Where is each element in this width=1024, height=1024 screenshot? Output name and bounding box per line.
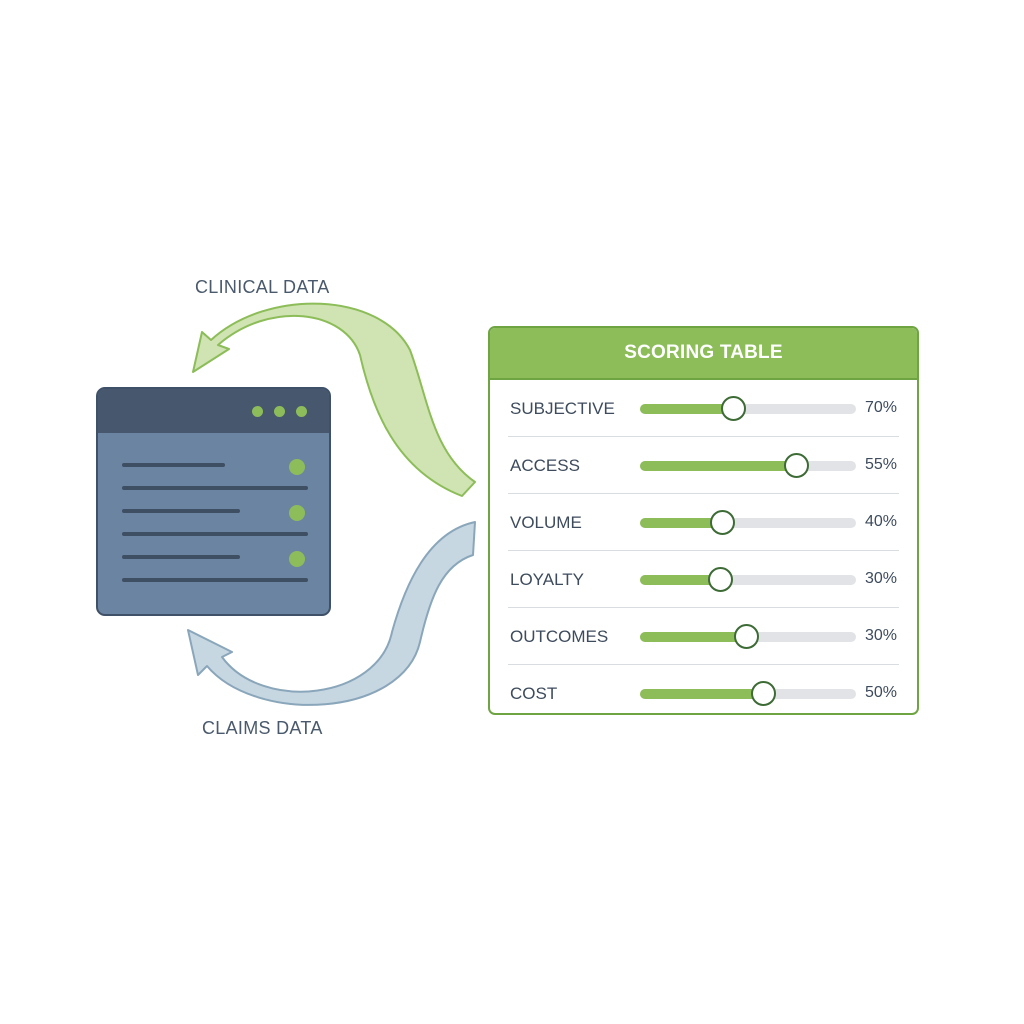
slider-handle[interactable] [710,510,736,535]
row-label: OUTCOMES [510,627,609,646]
row-label: VOLUME [510,513,582,532]
slider-handle[interactable] [783,453,809,478]
content-line [122,555,240,559]
status-dot-icon [289,551,305,567]
claims-data-label: CLAIMS DATA [202,718,323,738]
content-line [122,509,240,513]
row-value: 30% [864,627,897,644]
row-label: ACCESS [510,456,580,475]
score-row-access: ACCESS 55% [508,437,899,494]
slider-handle[interactable] [707,567,733,592]
slider-handle[interactable] [733,624,759,649]
application-window-icon [96,387,331,616]
content-line [122,578,308,582]
content-line [122,532,308,536]
score-slider[interactable] [640,624,856,649]
row-label: LOYALTY [510,570,585,589]
score-slider[interactable] [640,453,856,478]
row-value: 70% [864,399,897,416]
clinical-data-arrow [192,302,476,497]
window-controls [252,406,307,417]
scoring-table-title: SCORING TABLE [490,328,917,380]
score-row-volume: VOLUME 40% [508,494,899,551]
slider-fill [640,689,764,699]
slider-fill [640,404,733,414]
row-value: 55% [864,456,897,473]
window-dot-icon [296,406,307,417]
slider-fill [640,632,746,642]
row-value: 50% [864,684,897,701]
window-dot-icon [274,406,285,417]
score-row-outcomes: OUTCOMES 30% [508,608,899,665]
content-line [122,463,225,467]
score-row-cost: COST 50% [508,665,899,713]
row-value: 40% [864,513,897,530]
score-slider[interactable] [640,567,856,592]
row-value: 30% [864,570,897,587]
score-slider[interactable] [640,510,856,535]
slider-fill [640,518,723,528]
slider-fill [640,461,796,471]
scoring-table: SCORING TABLE SUBJECTIVE 70% ACCESS 55% … [488,326,919,715]
score-row-subjective: SUBJECTIVE 70% [508,380,899,437]
score-row-loyalty: LOYALTY 30% [508,551,899,608]
status-dot-icon [289,459,305,475]
row-label: COST [510,684,558,703]
clinical-data-label: CLINICAL DATA [195,277,330,297]
slider-handle[interactable] [751,681,777,706]
slider-handle[interactable] [720,396,746,421]
score-slider[interactable] [640,396,856,421]
content-line [122,486,308,490]
slider-fill [640,575,720,585]
window-dot-icon [252,406,263,417]
window-titlebar [98,389,329,433]
row-label: SUBJECTIVE [510,399,615,418]
claims-data-arrow [187,521,476,706]
status-dot-icon [289,505,305,521]
score-slider[interactable] [640,681,856,706]
